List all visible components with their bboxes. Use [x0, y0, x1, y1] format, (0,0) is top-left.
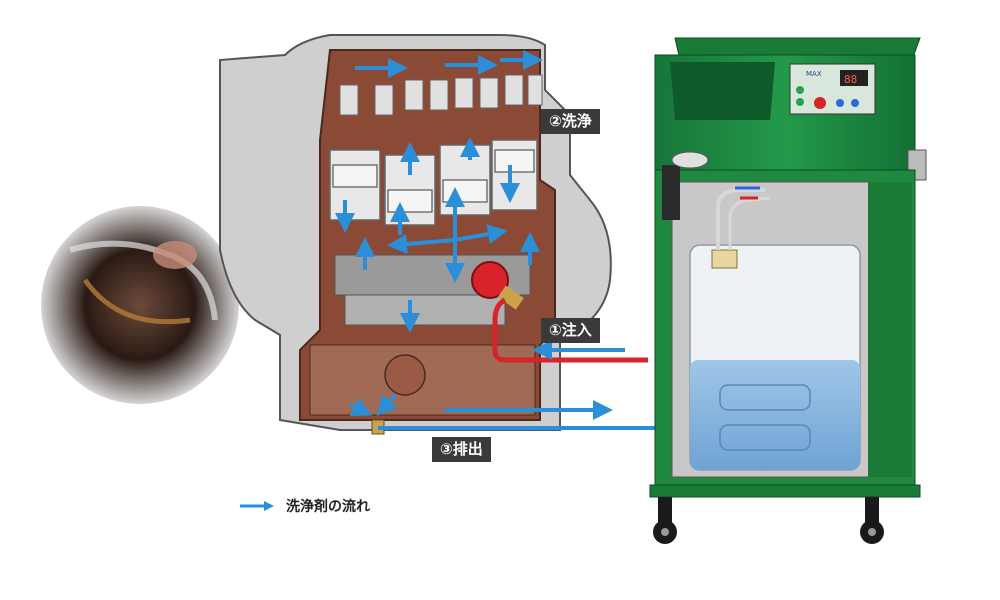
label-inject: ①注入	[541, 318, 600, 343]
blue-arrow-icon	[240, 501, 274, 511]
label-drain: ③排出	[432, 437, 491, 462]
flush-machine: MAX 88	[649, 37, 927, 544]
legend: 洗浄剤の流れ	[240, 496, 370, 516]
inject-hose	[492, 297, 648, 363]
flow-arrows	[335, 50, 543, 417]
label-wash: ②洗浄	[541, 109, 600, 134]
injection-coupler	[471, 261, 524, 310]
oil-closeup-photo	[39, 204, 241, 406]
panel-display: 88	[844, 73, 857, 86]
panel-brand: MAX	[806, 70, 822, 78]
engine-block	[219, 34, 612, 435]
legend-text: 洗浄剤の流れ	[286, 499, 370, 515]
